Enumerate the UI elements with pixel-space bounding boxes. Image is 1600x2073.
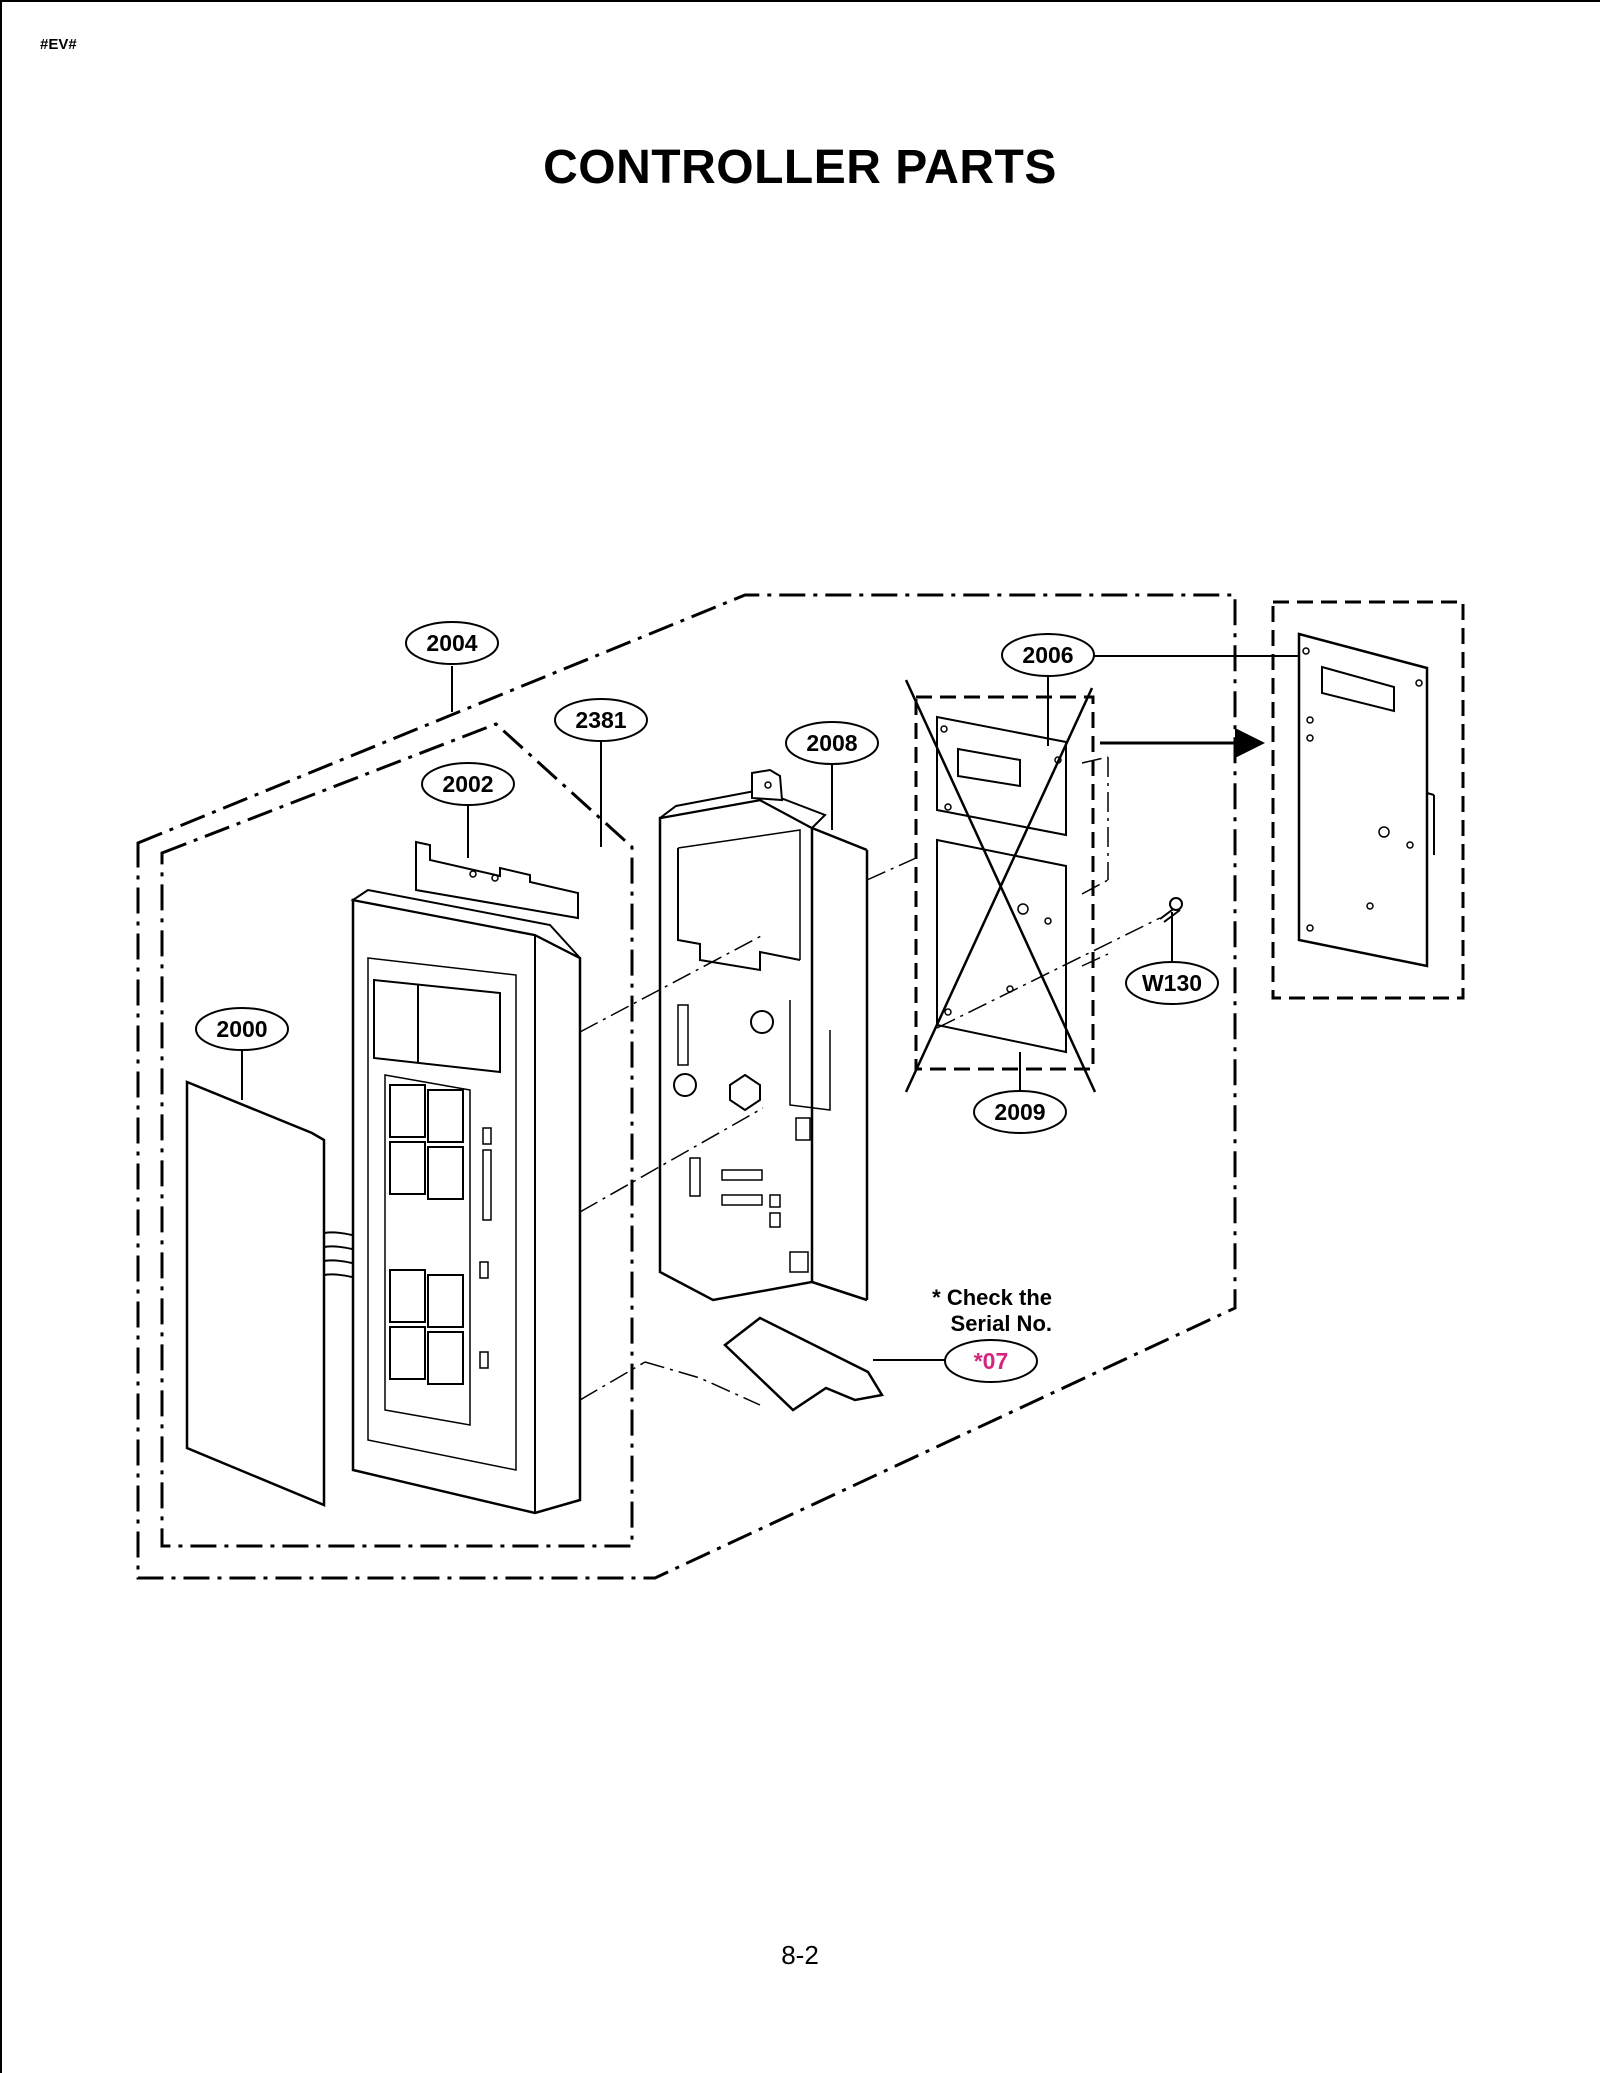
- svg-text:*07: *07: [974, 1348, 1009, 1374]
- part-serial-latch: [723, 1316, 885, 1412]
- svg-text:2008: 2008: [806, 730, 857, 756]
- serial-note-line1: * Check the: [932, 1285, 1052, 1310]
- assembly-boundary-2004: [136, 593, 1237, 1580]
- serial-note-line2: Serial No.: [951, 1311, 1052, 1336]
- svg-text:2004: 2004: [426, 630, 477, 656]
- callout-2009: 2009: [973, 1090, 1067, 1134]
- callout-2000: 2000: [195, 1007, 289, 1051]
- callout-serial-07: *07: [944, 1339, 1038, 1383]
- callout-2006: 2006: [1001, 633, 1095, 677]
- svg-text:W130: W130: [1142, 970, 1202, 996]
- callout-w130: W130: [1125, 961, 1219, 1005]
- page-title: CONTROLLER PARTS: [543, 141, 1057, 194]
- svg-text:2000: 2000: [216, 1016, 267, 1042]
- page-number: 8-2: [781, 1940, 819, 1970]
- callout-2008: 2008: [785, 721, 879, 765]
- callout-2381: 2381: [554, 698, 648, 742]
- callout-2004: 2004: [405, 621, 499, 665]
- part-control-panel-front: [350, 840, 582, 1515]
- part-pcb-replacement: [1271, 600, 1465, 1000]
- callout-2002: 2002: [421, 762, 515, 806]
- leader-lines: [241, 655, 1299, 1361]
- svg-text:2009: 2009: [994, 1099, 1045, 1125]
- part-pcb-holder: [658, 768, 869, 1302]
- svg-text:2002: 2002: [442, 771, 493, 797]
- svg-text:2381: 2381: [575, 707, 626, 733]
- part-pcb-assembly-crossed: [904, 679, 1109, 1093]
- svg-text:2006: 2006: [1022, 642, 1073, 668]
- assembly-boundary-2381: [160, 722, 634, 1548]
- assembly-lines: [579, 857, 1161, 1406]
- doc-code: #EV#: [40, 36, 77, 53]
